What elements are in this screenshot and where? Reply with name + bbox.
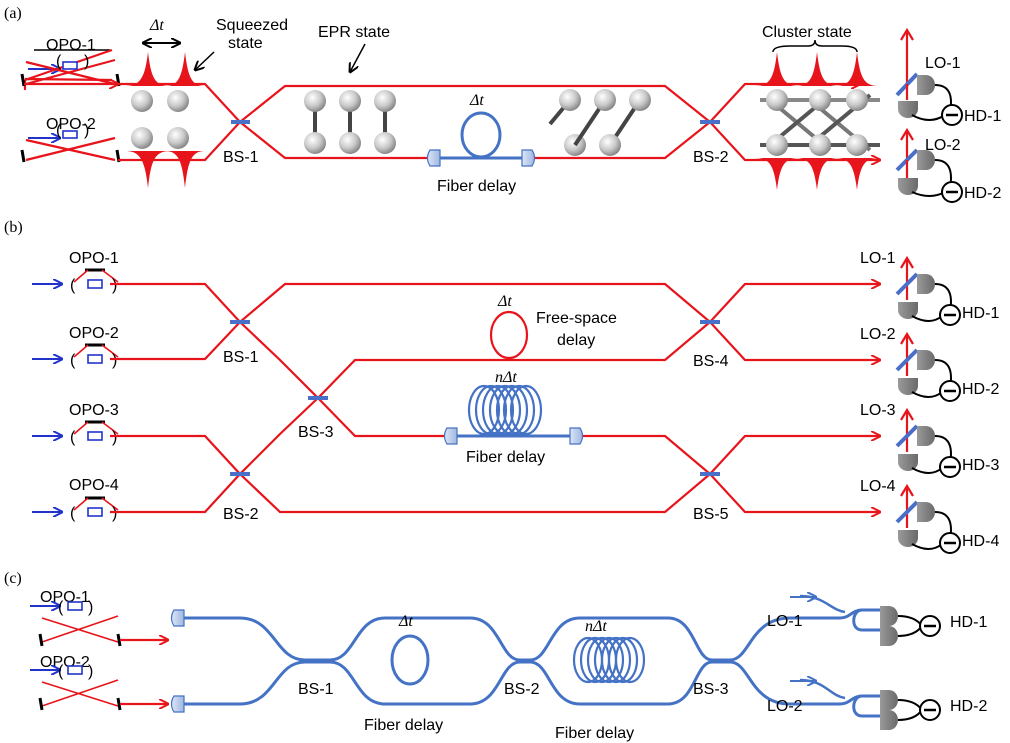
n-delta-t-label: nΔt: [495, 369, 517, 386]
homodyne-detector: [895, 483, 961, 554]
homodyne-detector: [895, 407, 961, 478]
lo-2-label: LO-2: [860, 326, 896, 343]
opo-4-label: OPO-4: [69, 477, 119, 494]
svg-text:): ): [112, 352, 117, 369]
free-space-label-1: Free-space: [536, 310, 617, 327]
opo-cavity: (): [32, 496, 119, 522]
svg-text:(: (: [70, 277, 76, 294]
squeezed-pulses: [125, 52, 205, 188]
svg-text:(: (: [70, 352, 76, 369]
opo-b-cavities: ()()()(): [32, 268, 119, 522]
bs-5-label: BS-5: [693, 506, 729, 523]
opo-cavity: (): [30, 663, 168, 711]
epr-label: EPR state: [318, 24, 390, 41]
svg-text:): ): [88, 599, 93, 616]
bs-4-label: BS-4: [693, 353, 729, 370]
svg-text:): ): [112, 505, 117, 522]
delta-t-label: Δt: [497, 293, 512, 310]
epr-pairs: [304, 89, 651, 156]
svg-text:): ): [88, 663, 93, 680]
svg-text:): ): [84, 122, 89, 139]
delta-t-label: Δt: [398, 613, 413, 630]
homodyne-detector: [895, 255, 961, 326]
panel-c-tag: (c): [4, 570, 22, 587]
opo-cavity: (): [32, 343, 119, 369]
panel-a: (a) ( ) OPO-1 ( ) OPO-2: [4, 5, 1001, 203]
opo-2-label: OPO-2: [69, 325, 119, 342]
bs-1-label: BS-1: [298, 681, 334, 698]
cluster-label: Cluster state: [762, 24, 852, 41]
opo-cavity: (): [30, 599, 168, 647]
opo-1-label: OPO-1: [69, 250, 119, 267]
opo-cavity: (): [32, 268, 119, 294]
opo-3-label: OPO-3: [69, 402, 119, 419]
homodyne-detector: [880, 606, 941, 646]
bs-2-label: BS-2: [504, 681, 540, 698]
opo-1-label: OPO-1: [46, 37, 96, 54]
opo-2-cavity: ( ) OPO-2: [20, 116, 121, 163]
fiber-delay-label: Fiber delay: [466, 449, 545, 466]
lo-3-label: LO-3: [860, 402, 896, 419]
fiber-delay-2-label: Fiber delay: [555, 725, 634, 742]
opo-cavity: (): [32, 420, 119, 446]
hd-3-label: HD-3: [962, 457, 999, 474]
lo-2-label: LO-2: [767, 698, 803, 715]
homodyne-b: [895, 255, 961, 554]
svg-text:): ): [112, 277, 117, 294]
fiber-delay-label: Fiber delay: [437, 178, 516, 195]
homodyne-c: [880, 606, 941, 730]
panel-c: (c) OPO-1 OPO-2 ()() Δt nΔt BS-1 BS-2 BS…: [4, 570, 987, 742]
fiber-network-c: [170, 596, 880, 718]
svg-text:(: (: [58, 599, 64, 616]
lo-4-label: LO-4: [860, 478, 896, 495]
svg-text:(: (: [56, 53, 62, 70]
squeezed-label-1: Squeezed: [216, 17, 288, 34]
panel-b-tag: (b): [4, 219, 23, 236]
squeezed-label-2: state: [228, 35, 263, 52]
bs-2-label: BS-2: [693, 149, 729, 166]
hd-2-label: HD-2: [964, 185, 1001, 202]
delta-t-label: Δt: [149, 17, 164, 34]
lo-2-label: LO-2: [925, 137, 961, 154]
hd-2-label: HD-2: [950, 698, 987, 715]
opo-1-cavity: ( ) OPO-1: [20, 37, 121, 90]
hd-2-label: HD-2: [962, 381, 999, 398]
fiber-delay-a: Δt Fiber delay: [426, 92, 536, 195]
opo-c-cavities: ()(): [30, 599, 168, 711]
cluster-state: [755, 52, 880, 190]
homodyne-detector: [880, 690, 941, 730]
panel-b: (b) OPO-1 OPO-2 OPO-3 OPO-4 ()()()() BS-…: [4, 219, 999, 554]
panel-a-tag: (a): [4, 5, 22, 22]
svg-text:(: (: [58, 663, 64, 680]
lo-1-label: LO-1: [860, 250, 896, 267]
n-delta-t-label: nΔt: [585, 618, 607, 635]
hd-4-label: HD-4: [962, 533, 999, 550]
fiber-coil-b: nΔt Fiber delay: [443, 369, 584, 466]
delta-t-label: Δt: [469, 92, 484, 109]
lo-1-label: LO-1: [925, 55, 961, 72]
homodyne-detector: [895, 331, 961, 402]
bs-1-label: BS-1: [223, 349, 259, 366]
hd-1-label: HD-1: [950, 614, 987, 631]
hd-1-label: HD-1: [964, 108, 1001, 125]
bs-1-label: BS-1: [223, 149, 259, 166]
bs-3-label: BS-3: [693, 681, 729, 698]
opo-b-group: OPO-1 OPO-2 OPO-3 OPO-4: [69, 250, 119, 494]
svg-text:): ): [112, 429, 117, 446]
fiber-delay-1-label: Fiber delay: [364, 717, 443, 734]
svg-text:(: (: [56, 122, 62, 139]
bs-2-label: BS-2: [223, 506, 259, 523]
svg-text:): ): [84, 53, 89, 70]
homodyne-a: LO-1 HD-1 LO-2 HD-2: [895, 27, 1001, 203]
opo-2-label: OPO-2: [46, 116, 96, 133]
svg-text:(: (: [70, 429, 76, 446]
svg-text:(: (: [70, 505, 76, 522]
bs-3-label: BS-3: [298, 424, 334, 441]
lo-1-label: LO-1: [767, 613, 803, 630]
hd-1-label: HD-1: [962, 305, 999, 322]
free-space-label-2: delay: [557, 332, 595, 349]
